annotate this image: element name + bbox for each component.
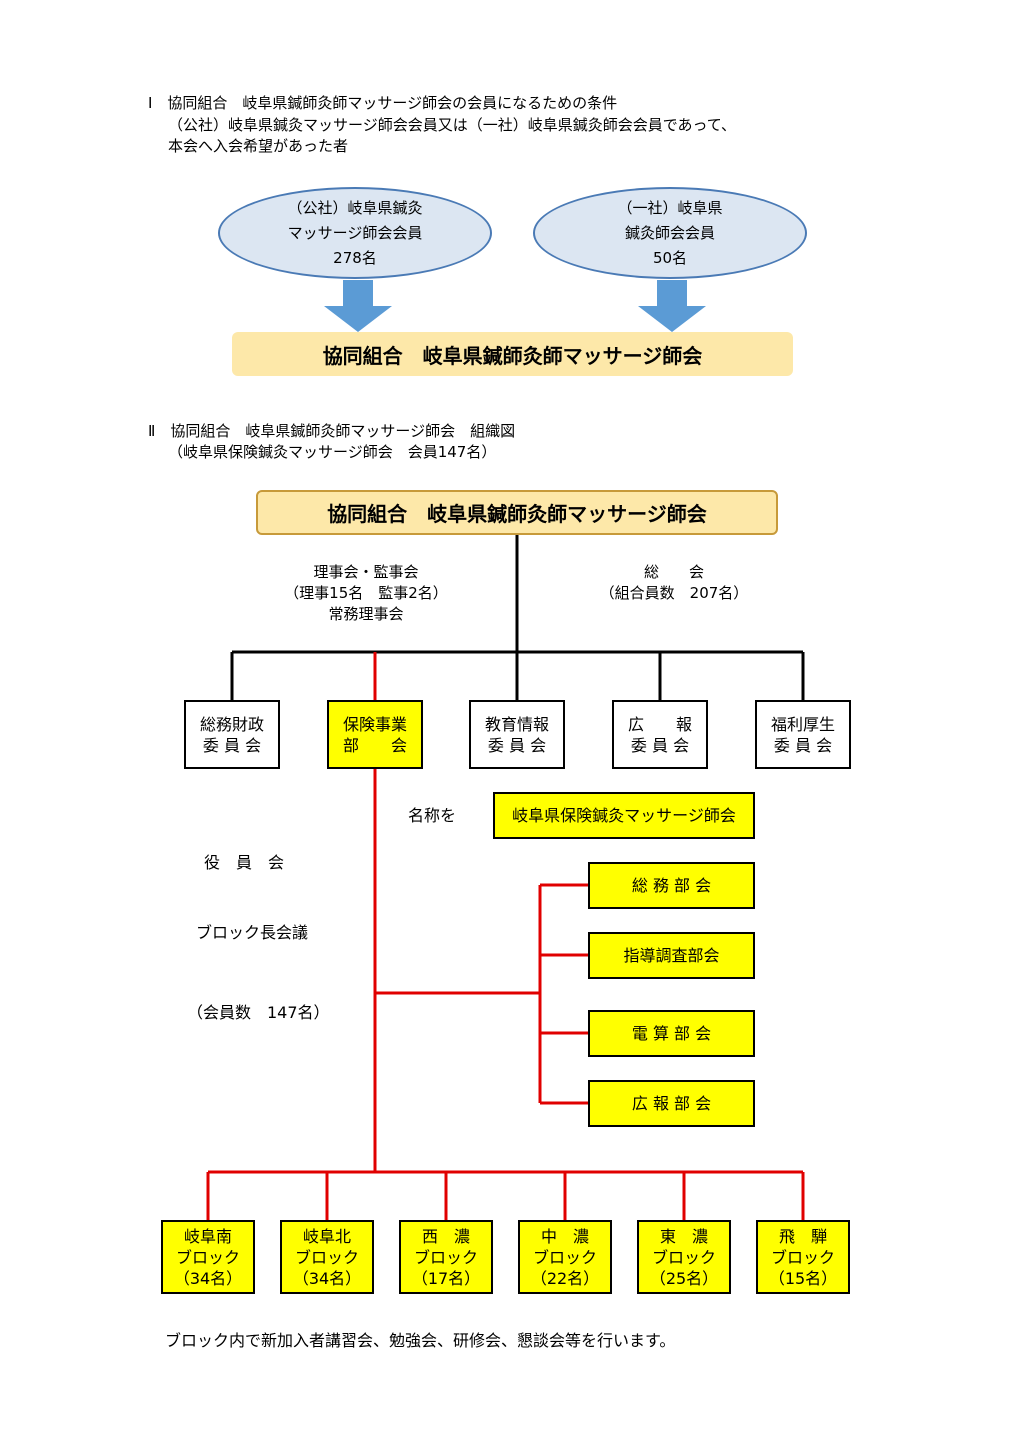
subcommittee-computing: 電 算 部 会 (588, 1010, 755, 1057)
committee-line: 福利厚生 (770, 714, 835, 734)
block-label: ブロック (532, 1247, 597, 1267)
block-chuno: 中 濃 ブロック （22名） (518, 1220, 612, 1294)
block-hida: 飛 騨 ブロック （15名） (756, 1220, 850, 1294)
block-label: ブロック (294, 1247, 359, 1267)
block-gifu-south: 岐阜南 ブロック （34名） (161, 1220, 255, 1294)
ellipse-count: 50名 (652, 248, 688, 267)
board-line: 常務理事会 (328, 605, 404, 623)
block-label: ブロック (413, 1247, 478, 1267)
committee-line: 教育情報 (484, 714, 549, 734)
rename-box: 岐阜県保険鍼灸マッサージ師会 (493, 792, 755, 839)
block-count: （22名） (530, 1268, 600, 1288)
block-count: （34名） (173, 1268, 243, 1288)
block-name: 中 濃 (540, 1226, 589, 1246)
ellipse-general-association: （一社）岐阜県 鍼灸師会会員 50名 (533, 187, 807, 279)
block-count: （15名） (768, 1268, 838, 1288)
arrow-right (638, 280, 706, 332)
footer-note: ブロック内で新加入者講習会、勉強会、研修会、懇談会等を行います。 (165, 1331, 676, 1350)
section2-subheading: （岐阜県保険鍼灸マッサージ師会 会員147名） (168, 443, 497, 461)
ellipse-line: （一社）岐阜県 (617, 198, 723, 217)
red-tree-lines (206, 652, 805, 1220)
block-leaders-meeting-label: ブロック長会議 (196, 923, 309, 942)
org-top-box: 協同組合 岐阜県鍼師灸師マッサージ師会 (256, 490, 778, 535)
board-label: 理事会・監事会 （理事15名 監事2名） 常務理事会 (256, 562, 476, 625)
cooperative-name-bar: 協同組合 岐阜県鍼師灸師マッサージ師会 (232, 332, 793, 376)
committee-line: 総務財政 (199, 714, 264, 734)
committee-welfare: 福利厚生 委 員 会 (755, 700, 851, 769)
block-count: （34名） (292, 1268, 362, 1288)
committee-line: 委 員 会 (773, 735, 833, 755)
ellipse-line: （公社）岐阜県鍼灸 (287, 198, 423, 217)
block-tono: 東 濃 ブロック （25名） (637, 1220, 731, 1294)
general-line: （組合員数 207名） (599, 584, 749, 602)
committee-line: 委 員 会 (202, 735, 262, 755)
committee-insurance: 保険事業 部 会 (327, 700, 423, 769)
board-line: （理事15名 監事2名） (284, 584, 448, 602)
block-gifu-north: 岐阜北 ブロック （34名） (280, 1220, 374, 1294)
committee-education: 教育情報 委 員 会 (469, 700, 565, 769)
block-label: ブロック (175, 1247, 240, 1267)
board-line: 理事会・監事会 (313, 563, 419, 581)
section2-heading: Ⅱ 協同組合 岐阜県鍼師灸師マッサージ師会 組織図 (148, 422, 516, 440)
rename-label: 名称を (408, 806, 457, 825)
member-count-label: （会員数 147名） (187, 1003, 330, 1022)
committee-pr: 広 報 委 員 会 (612, 700, 708, 769)
ellipse-public-association: （公社）岐阜県鍼灸 マッサージ師会会員 278名 (218, 187, 492, 279)
committee-line: 広 報 (627, 714, 692, 734)
officers-meeting-label: 役 員 会 (204, 853, 285, 872)
ellipse-line: マッサージ師会会員 (287, 223, 423, 242)
subcommittee-pr: 広 報 部 会 (588, 1080, 755, 1127)
ellipse-count: 278名 (333, 248, 377, 267)
section1-condition-line: （公社）岐阜県鍼灸マッサージ師会会員又は（一社）岐阜県鍼灸師会会員であって、 (168, 116, 737, 134)
black-tree-lines (230, 535, 805, 700)
block-label: ブロック (651, 1247, 716, 1267)
block-name: 東 濃 (659, 1226, 708, 1246)
block-name: 岐阜北 (302, 1226, 351, 1246)
committee-line: 部 会 (342, 735, 407, 755)
subcommittee-guidance: 指導調査部会 (588, 932, 755, 979)
section1-heading: Ⅰ 協同組合 岐阜県鍼師灸師マッサージ師会の会員になるための条件 (148, 94, 618, 112)
block-seino: 西 濃 ブロック （17名） (399, 1220, 493, 1294)
section1-condition-line-2: 本会へ入会希望があった者 (168, 137, 349, 155)
subcommittee-general: 総 務 部 会 (588, 862, 755, 909)
general-line: 総 会 (643, 563, 704, 581)
committee-line: 保険事業 (342, 714, 407, 734)
block-name: 飛 騨 (778, 1226, 827, 1246)
committee-general-affairs: 総務財政 委 員 会 (184, 700, 280, 769)
committee-line: 委 員 会 (487, 735, 547, 755)
block-count: （17名） (411, 1268, 481, 1288)
block-label: ブロック (770, 1247, 835, 1267)
block-name: 岐阜南 (183, 1226, 232, 1246)
block-name: 西 濃 (421, 1226, 470, 1246)
arrow-left (324, 280, 392, 332)
general-assembly-label: 総 会 （組合員数 207名） (574, 562, 774, 604)
ellipse-line: 鍼灸師会会員 (624, 223, 715, 242)
block-count: （25名） (649, 1268, 719, 1288)
committee-line: 委 員 会 (630, 735, 690, 755)
